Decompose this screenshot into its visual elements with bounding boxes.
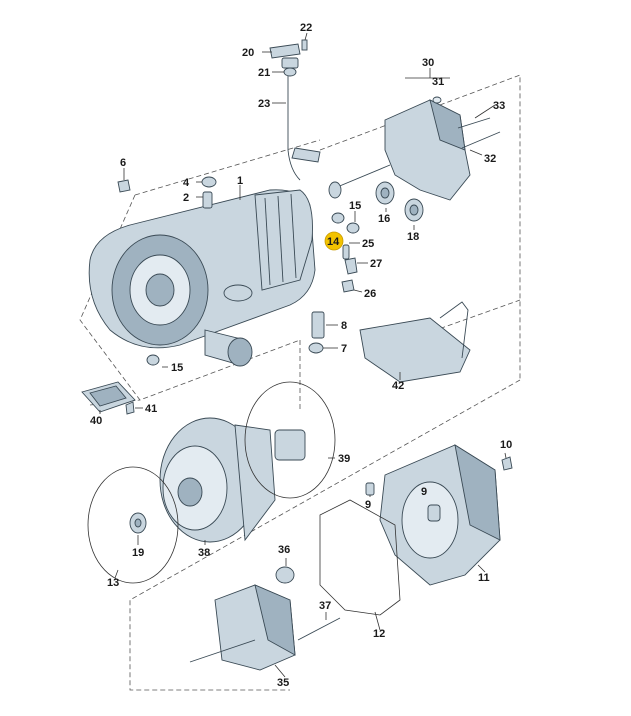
- bolt-part-32[interactable]: [461, 131, 501, 149]
- plug-part-6[interactable]: [117, 179, 131, 193]
- ring-part-14[interactable]: [331, 212, 345, 224]
- seal-part-16[interactable]: [375, 181, 395, 205]
- bolt-part-37[interactable]: [297, 617, 341, 641]
- label-15-lower: 15: [171, 362, 183, 374]
- bracket-part-20[interactable]: [269, 43, 301, 59]
- label-1: 1: [237, 175, 243, 187]
- oil-pan-part-42[interactable]: [359, 301, 471, 383]
- plug-part-4[interactable]: [201, 176, 217, 188]
- plug-part-15-upper[interactable]: [346, 222, 360, 234]
- label-2: 2: [183, 192, 189, 204]
- part-14-highlight: [324, 231, 344, 251]
- label-41: 41: [145, 403, 157, 415]
- label-42: 42: [392, 380, 404, 392]
- label-36: 36: [278, 544, 290, 556]
- label-11: 11: [478, 572, 490, 584]
- label-23: 23: [258, 98, 270, 110]
- bolt-part-41[interactable]: [125, 401, 135, 415]
- seal-part-36[interactable]: [275, 566, 295, 584]
- nut-part-7[interactable]: [308, 342, 324, 354]
- sensor-part-2[interactable]: [202, 191, 213, 209]
- bolt-part-22[interactable]: [301, 39, 308, 51]
- label-6: 6: [120, 157, 126, 169]
- label-14: 14: [327, 236, 340, 248]
- torque-converter-part-38[interactable]: [159, 417, 306, 543]
- label-12: 12: [373, 628, 385, 640]
- label-8: 8: [341, 320, 347, 332]
- label-33: 33: [493, 100, 505, 112]
- label-21: 21: [258, 67, 270, 79]
- gasket-part-12[interactable]: [319, 499, 401, 616]
- label-10: 10: [500, 439, 512, 451]
- o-ring-part-39[interactable]: [244, 381, 336, 499]
- label-25: 25: [362, 238, 374, 250]
- sleeve-part-8[interactable]: [311, 311, 325, 339]
- bell-housing-part-11[interactable]: [379, 444, 501, 586]
- label-35: 35: [277, 677, 289, 689]
- label-7: 7: [341, 343, 347, 355]
- label-16: 16: [378, 213, 390, 225]
- label-27: 27: [370, 258, 382, 270]
- o-ring-part-13[interactable]: [87, 466, 179, 584]
- label-30: 30: [422, 57, 434, 69]
- label-15-upper: 15: [349, 200, 361, 212]
- bolt-part-33[interactable]: [457, 117, 491, 129]
- label-9-left: 9: [365, 499, 371, 511]
- bolt-part-31[interactable]: [432, 96, 442, 104]
- part-labels: 1 2 4 6 7 8 9 9 10 11 12 13 14 15 15 16 …: [90, 22, 512, 689]
- label-26: 26: [364, 288, 376, 300]
- seal-part-19[interactable]: [129, 512, 147, 534]
- label-37: 37: [319, 600, 331, 612]
- pump-assembly-part-35[interactable]: [189, 584, 296, 671]
- label-31: 31: [432, 76, 444, 88]
- bolt-part-10[interactable]: [501, 456, 513, 471]
- label-9-right: 9: [421, 486, 427, 498]
- label-40: 40: [90, 415, 102, 427]
- tube-assembly-part-23[interactable]: [281, 57, 321, 181]
- label-18: 18: [407, 231, 419, 243]
- label-20: 20: [242, 47, 254, 59]
- transfer-case-part-30[interactable]: [328, 99, 471, 201]
- cover-part-40[interactable]: [81, 381, 136, 413]
- label-39: 39: [338, 453, 350, 465]
- bolt-part-26[interactable]: [341, 279, 355, 293]
- line-part-27[interactable]: [344, 257, 358, 275]
- plug-part-15-lower[interactable]: [146, 354, 160, 366]
- label-19: 19: [132, 547, 144, 559]
- seal-part-18[interactable]: [404, 198, 424, 222]
- label-38: 38: [198, 547, 210, 559]
- label-32: 32: [484, 153, 496, 165]
- sensor-part-25[interactable]: [342, 244, 350, 260]
- leader-lines: [99, 32, 507, 678]
- label-22: 22: [300, 22, 312, 34]
- label-4: 4: [183, 177, 190, 189]
- dowel-part-9[interactable]: [365, 482, 375, 496]
- bolt-part-21[interactable]: [283, 67, 297, 77]
- transmission-housing[interactable]: [88, 189, 316, 367]
- label-13: 13: [107, 577, 119, 589]
